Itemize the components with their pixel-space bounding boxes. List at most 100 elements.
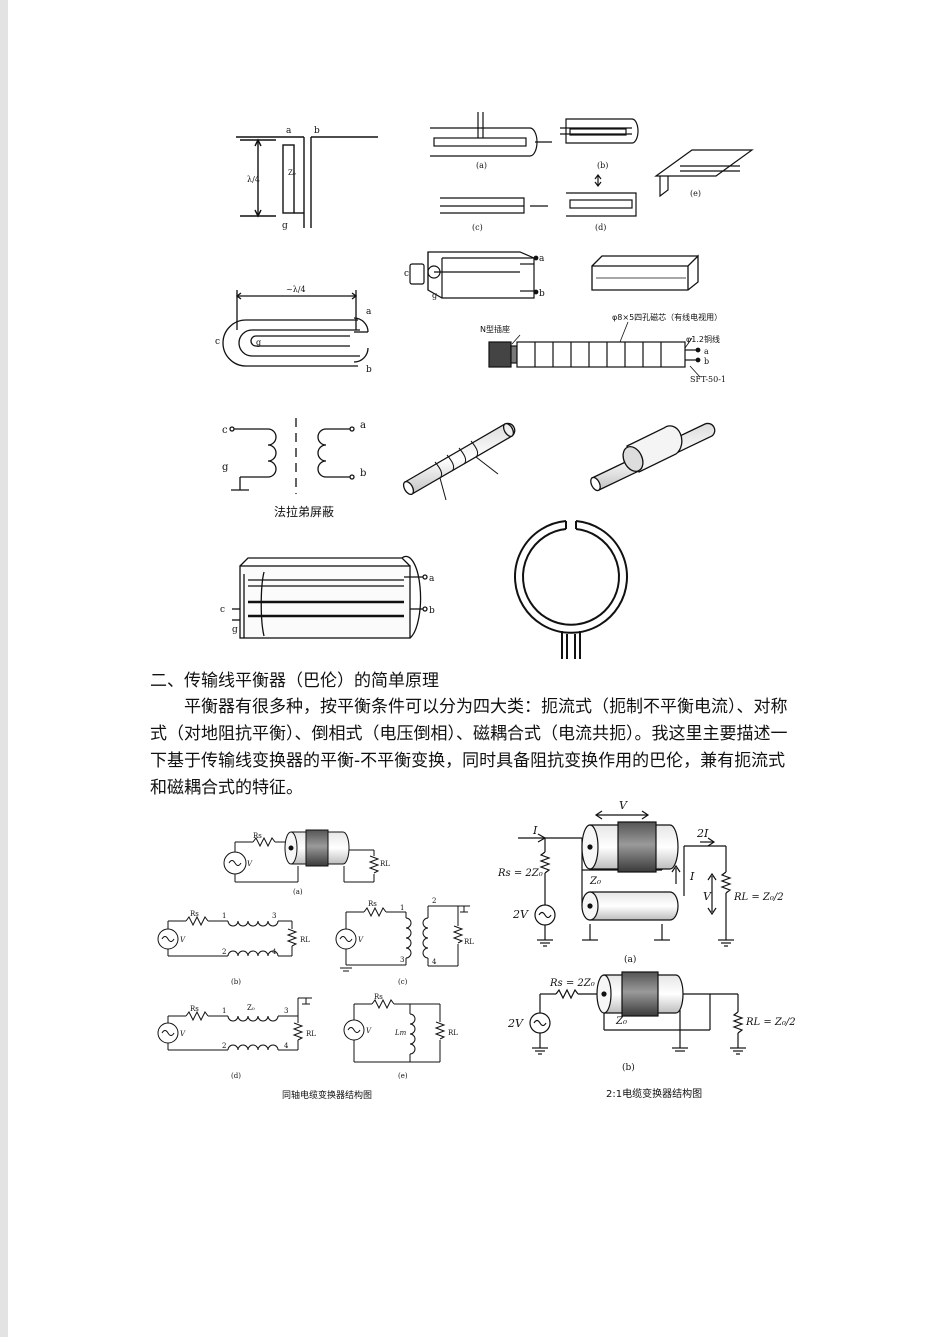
coax-d-z0: Z₀ <box>247 1004 255 1012</box>
coax-b-n4: 4 <box>272 948 277 956</box>
coax-c-n1: 1 <box>400 904 404 912</box>
qw-label-g: g <box>282 221 288 231</box>
figure-u-balun <box>222 290 369 367</box>
hs-label-a: a <box>429 574 435 584</box>
coax-b-circuit <box>157 915 298 957</box>
choke-label-wire: φ1.2铜线 <box>686 334 720 344</box>
choke-label-core: φ8×5四孔磁芯（有线电视用） <box>612 312 722 322</box>
coax-caption: 同轴电缆变换器结构图 <box>282 1089 372 1101</box>
figure-half-sleeve-balun <box>232 555 428 639</box>
sleeve-label-a: (a) <box>476 161 487 170</box>
u-label-c: c <box>215 337 220 347</box>
xfmr-label-b: b <box>360 468 366 479</box>
figure-faraday-transformer <box>229 418 355 494</box>
sleeve-label-c: (c) <box>472 223 483 232</box>
balun-a-i-mid: I <box>689 870 695 883</box>
figure-trough-balun <box>409 251 539 299</box>
balun-b-rs: Rs = 2Z₀ <box>549 978 595 989</box>
coax-d-n3: 3 <box>284 1007 288 1015</box>
coax-c-n4: 4 <box>432 958 437 966</box>
coax-e-circuit <box>343 998 446 1063</box>
coax-d-n1: 1 <box>222 1007 226 1015</box>
coax-d-n4: 4 <box>284 1042 289 1050</box>
coax-c-n3: 3 <box>400 956 404 964</box>
figure-2to1-a-cables <box>581 821 679 921</box>
figure-sleeved-rod <box>590 422 716 492</box>
coax-e-rl: RL <box>448 1029 458 1037</box>
coax-d-circuit <box>157 997 312 1051</box>
coax-c-v: V <box>358 936 364 944</box>
coax-a-cable <box>284 829 350 867</box>
u-label-b: b <box>366 365 372 375</box>
coax-d-rs: Rs <box>190 1005 199 1013</box>
balun-a-2i: 2I <box>696 827 709 840</box>
section-body-paragraph: 平衡器有很多种，按平衡条件可以分为四大类：扼流式（扼制不平衡电流）、对称式（对地… <box>150 694 800 802</box>
coax-d-sub: (d) <box>231 1072 241 1080</box>
trough-label-b: b <box>539 289 545 299</box>
coax-c-rl: RL <box>464 938 474 946</box>
trough-label-g: g <box>432 291 437 300</box>
coax-b-rl: RL <box>300 936 310 944</box>
balun-a-z0: Z₀ <box>589 876 601 887</box>
figure-2to1-b <box>529 988 746 1055</box>
u-label-a: a <box>366 307 372 317</box>
coax-d-rl: RL <box>306 1030 316 1038</box>
coax-c-sub: (c) <box>398 978 408 986</box>
trough-label-a: a <box>539 254 545 264</box>
section-body-text: 平衡器有很多种，按平衡条件可以分为四大类：扼流式（扼制不平衡电流）、对称式（对地… <box>150 697 788 798</box>
balun-a-src: 2V <box>512 908 529 921</box>
u-label-g: g <box>256 338 261 347</box>
hs-label-c: c <box>220 605 225 615</box>
balun-b-sub: (b) <box>622 1062 635 1073</box>
coax-d-n2: 2 <box>222 1042 226 1050</box>
xfmr-label-c: c <box>222 425 228 436</box>
coax-e-sub: (e) <box>398 1072 408 1080</box>
coax-c-rs: Rs <box>368 900 377 908</box>
balun-a-v-side: V <box>703 890 712 903</box>
figure-ring-balun <box>514 520 628 659</box>
coax-a-v: V <box>247 860 253 868</box>
choke-label-cable: SFT-50-1 <box>690 375 726 384</box>
coax-d-v: V <box>180 1030 186 1038</box>
qw-label-a: a <box>286 126 292 136</box>
qw-label-z0: Z₀ <box>288 169 296 177</box>
balun-b-rl: RL = Z₀/2 <box>745 1017 796 1028</box>
choke-label-connector: N型插座 <box>480 324 510 334</box>
xfmr-label-a: a <box>360 420 366 431</box>
coax-a-rs: Rs <box>253 832 262 840</box>
sleeve-label-b: (b) <box>597 161 608 170</box>
figure-wound-rod <box>402 422 516 501</box>
balun-a-rl: RL = Z₀/2 <box>733 892 784 903</box>
coax-b-n2: 2 <box>222 948 226 956</box>
qw-label-b: b <box>314 126 320 136</box>
xfmr-label-g: g <box>222 462 229 473</box>
sleeve-label-d: (d) <box>595 223 606 232</box>
figure-ferrite-choke <box>488 321 701 378</box>
coax-a-sub: (a) <box>293 888 303 896</box>
section-heading: 二、传输线平衡器（巴伦）的简单原理 <box>150 671 439 691</box>
balun-a-rs: Rs = 2Z₀ <box>497 868 543 879</box>
coax-e-v: V <box>366 1027 372 1035</box>
coax-e-rs: Rs <box>374 993 383 1001</box>
figure-coax-transformers <box>223 836 380 883</box>
coax-b-v: V <box>180 936 186 944</box>
coax-a-rl: RL <box>380 860 390 868</box>
qw-label-lambda: λ/4 <box>247 175 260 184</box>
u-label-approx: ~λ/4 <box>286 285 306 294</box>
trough-label-c: c <box>404 269 409 279</box>
figure-sleeve-set <box>430 112 754 217</box>
choke-label-a: a <box>704 347 709 356</box>
figure-open-trough <box>591 254 699 291</box>
balun-b-z0: Z₀ <box>615 1016 627 1027</box>
sleeve-label-e: (e) <box>690 189 701 198</box>
coax-b-n1: 1 <box>222 912 226 920</box>
coax-c-circuit <box>335 905 470 972</box>
choke-label-b: b <box>704 357 709 366</box>
coax-b-sub: (b) <box>231 978 241 986</box>
page-edge <box>0 0 8 1337</box>
hs-label-g: g <box>232 625 238 635</box>
coax-b-n3: 3 <box>272 912 276 920</box>
coax-e-lm: Lm <box>394 1029 407 1037</box>
